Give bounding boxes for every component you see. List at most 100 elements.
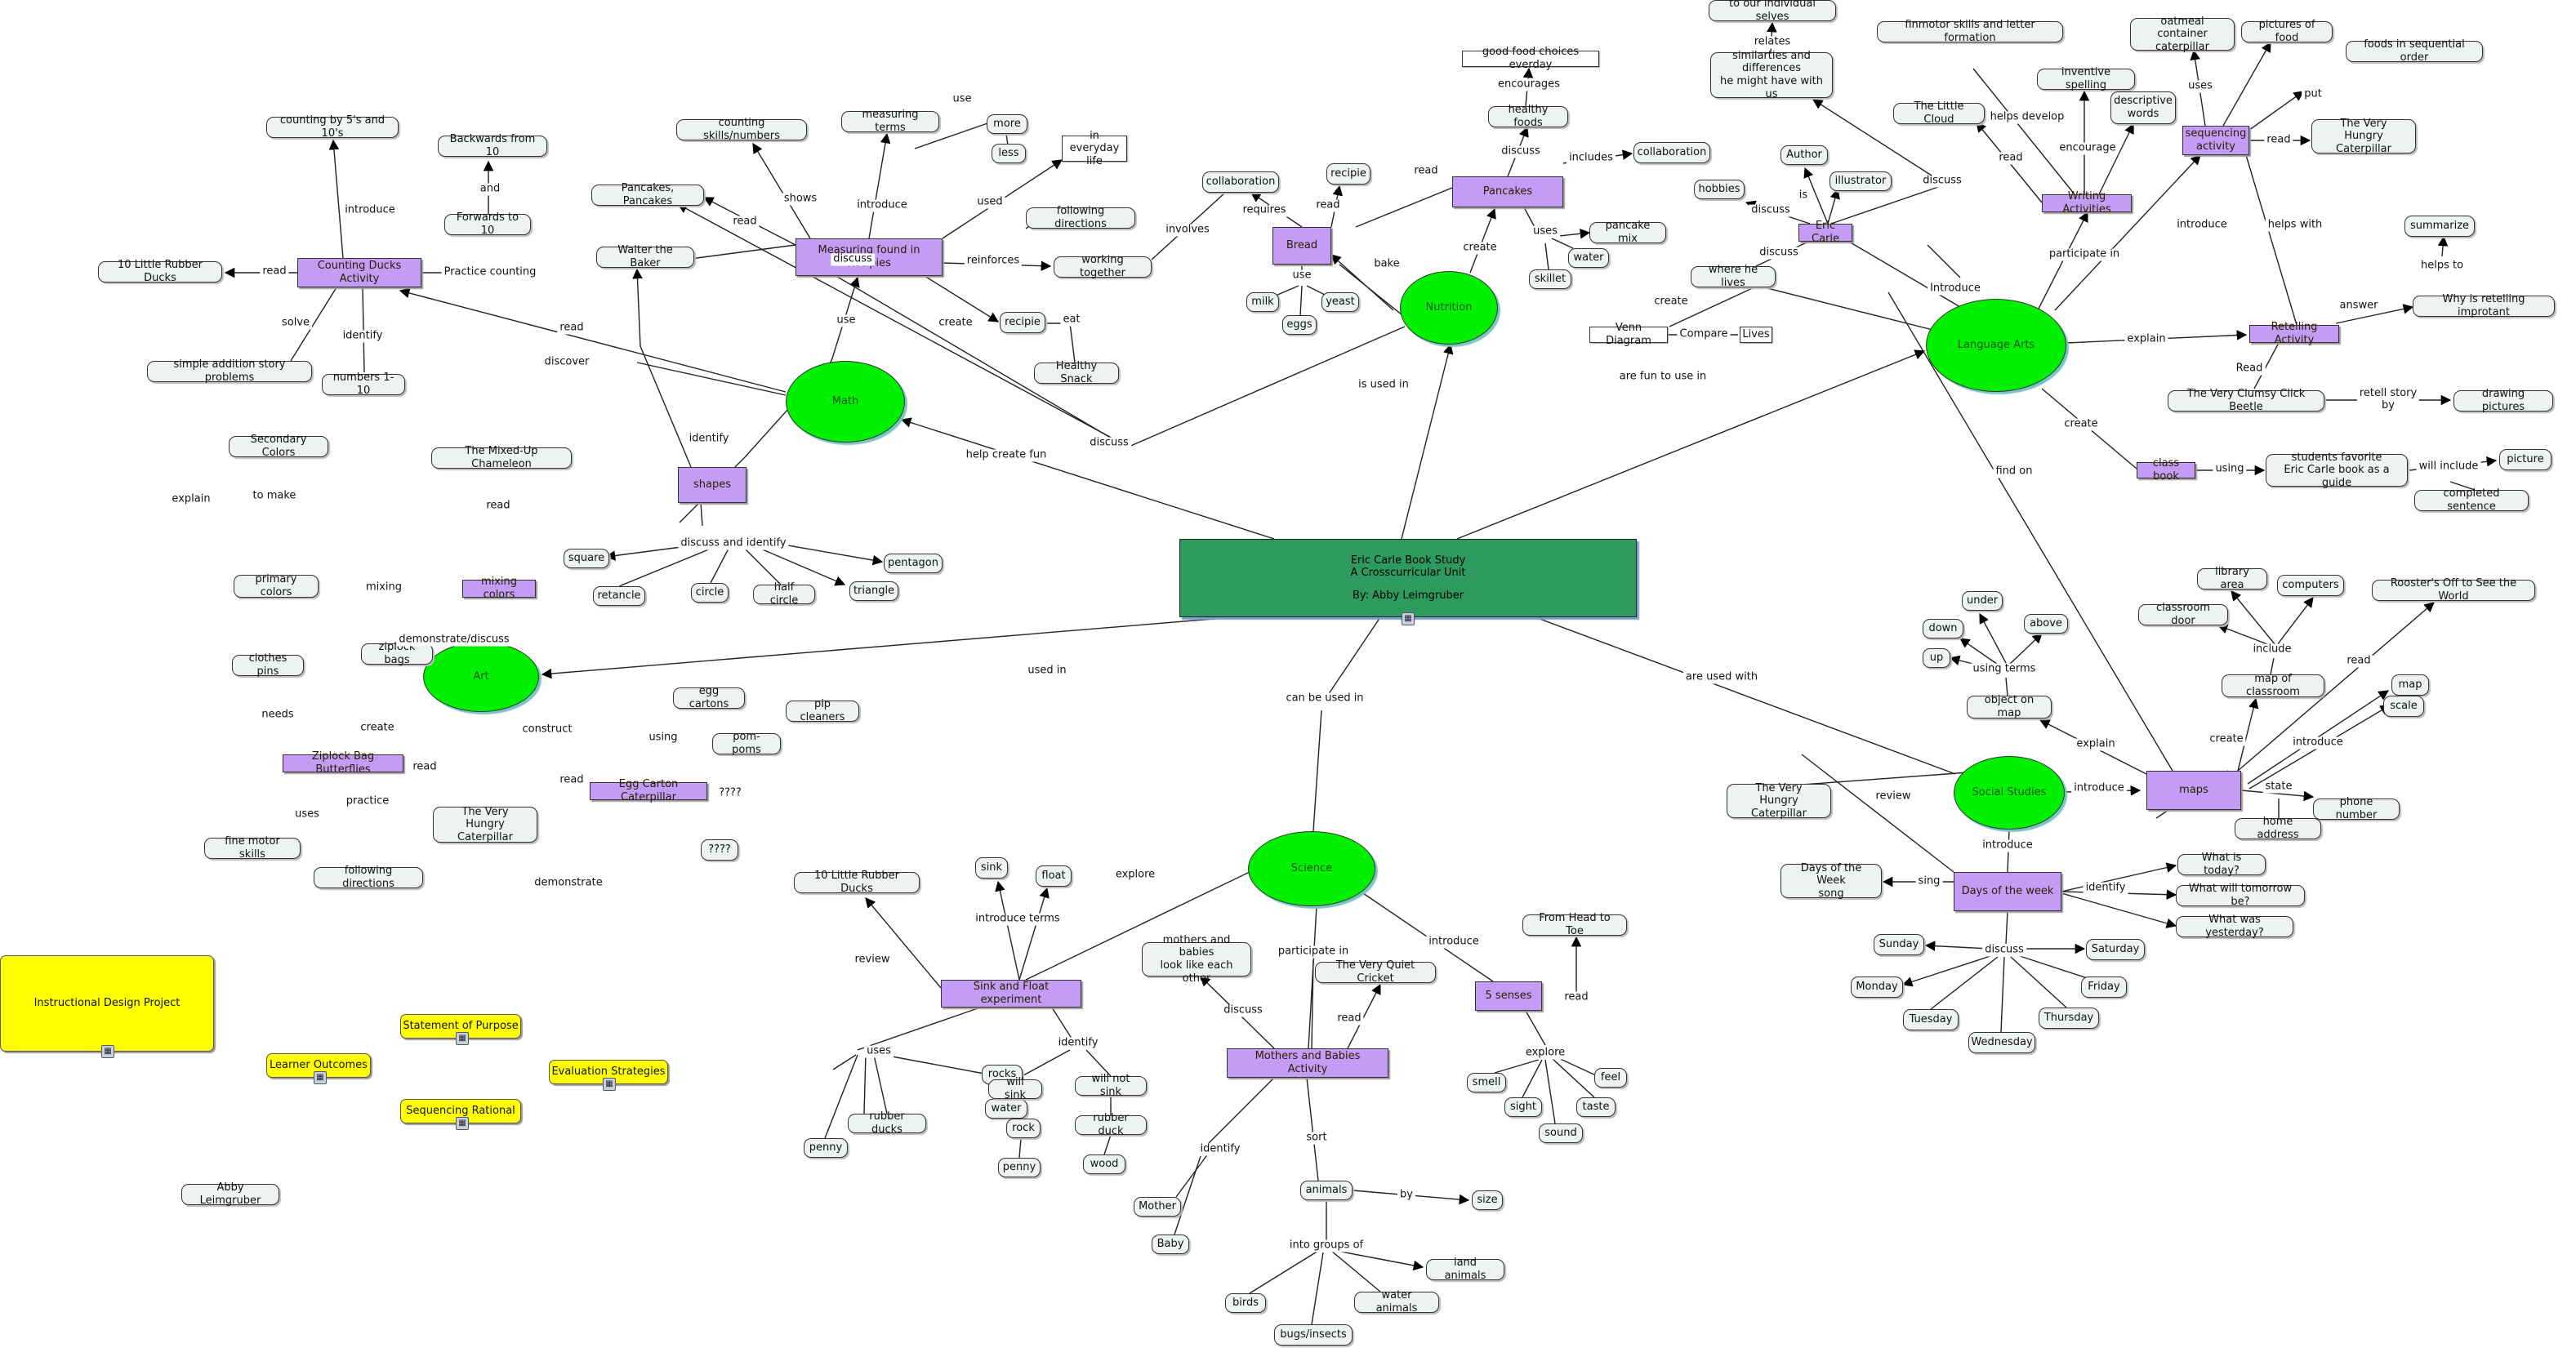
concept-numbers[interactable]: numbers 1-10: [322, 371, 405, 397]
central-topic[interactable]: Eric Carle Book Study A Crosscurricular …: [1179, 539, 1637, 617]
concept-similarities[interactable]: similarties and differences he might hav…: [1710, 50, 1833, 100]
concept-bugs-insects[interactable]: bugs/insects: [1274, 1324, 1353, 1346]
activity-counting-ducks[interactable]: Counting Ducks Activity: [297, 258, 421, 287]
concept-water-sci[interactable]: water: [985, 1099, 1027, 1119]
concept-following-directions-top[interactable]: following directions: [1026, 205, 1135, 230]
activity-retelling[interactable]: Retelling Activity: [2249, 321, 2339, 346]
concept-feel[interactable]: feel: [1594, 1068, 1627, 1088]
concept-scale[interactable]: scale: [2383, 696, 2424, 717]
concept-walter-baker[interactable]: Walter the Baker: [596, 244, 694, 269]
concept-10-little-ducks[interactable]: 10 Little Rubber Ducks: [98, 259, 222, 284]
concept-ziplock-bags[interactable]: ziplock bags: [361, 641, 433, 666]
concept-triangle[interactable]: triangle: [849, 581, 898, 601]
concept-birds[interactable]: birds: [1225, 1293, 1266, 1313]
concept-picture[interactable]: picture: [2499, 449, 2551, 470]
activity-eric-carle[interactable]: Eric Carle: [1798, 220, 1852, 245]
concept-tuesday[interactable]: Tuesday: [1903, 1009, 1959, 1030]
concept-hungry-caterpillar-seq[interactable]: The Very Hungry Caterpillar: [2311, 118, 2416, 155]
box-in-everyday-life[interactable]: in everyday life: [1062, 130, 1127, 167]
concept-skillet[interactable]: skillet: [1529, 269, 1571, 289]
concept-more[interactable]: more: [987, 114, 1027, 134]
concept-friday[interactable]: Friday: [2081, 977, 2127, 998]
activity-pancakes[interactable]: Pancakes: [1452, 176, 1563, 207]
concept-animals[interactable]: animals: [1300, 1181, 1353, 1200]
concept-head-to-toe[interactable]: From Head to Toe: [1522, 912, 1627, 937]
concept-students-favorite[interactable]: students favorite Eric Carle book as a g…: [2266, 452, 2408, 489]
concept-half-circle[interactable]: half circle: [753, 581, 815, 607]
concept-finmotor[interactable]: finmotor skills and letter formation: [1877, 19, 2063, 44]
concept-rubber-duck[interactable]: rubber duck: [1075, 1112, 1147, 1137]
subject-social-studies[interactable]: Social Studies: [1954, 756, 2065, 830]
instructional-design-project[interactable]: Instructional Design Project: [0, 955, 214, 1052]
activity-sequencing[interactable]: sequencing activity: [2182, 126, 2249, 155]
concept-unknown[interactable]: ????: [701, 839, 738, 861]
concept-sight[interactable]: sight: [1504, 1097, 1542, 1117]
concept-object-on-map[interactable]: object on map: [1967, 694, 2052, 719]
concept-what-tomorrow[interactable]: What will tomorrow be?: [2176, 883, 2305, 908]
concept-days-song[interactable]: Days of the Week song: [1780, 862, 1882, 900]
concept-computers[interactable]: computers: [2277, 575, 2344, 596]
concept-story-problems[interactable]: simple addition story problems: [147, 358, 312, 384]
concept-author[interactable]: Author: [1780, 145, 1828, 165]
concept-retancle[interactable]: retancle: [593, 586, 645, 606]
subject-language-arts[interactable]: Language Arts: [1926, 299, 2066, 392]
concept-pip-cleaners[interactable]: pip cleaners: [786, 698, 859, 723]
activity-maps[interactable]: maps: [2146, 771, 2241, 810]
concept-water-pancakes[interactable]: water: [1568, 248, 1609, 268]
concept-wednesday[interactable]: Wednesday: [1968, 1032, 2035, 1053]
concept-recipie-bread[interactable]: recipie: [1326, 163, 1370, 185]
attachment-icon[interactable]: ▦: [456, 1117, 469, 1130]
concept-why-retelling[interactable]: Why is retelling improtant: [2413, 293, 2555, 318]
concept-pancake-mix[interactable]: pancake mix: [1589, 220, 1666, 245]
activity-egg-carton[interactable]: Egg Carton Caterpillar: [590, 778, 707, 803]
concept-home-address[interactable]: home address: [2235, 816, 2321, 841]
concept-to-individual-selves[interactable]: to our individual selves: [1709, 0, 1836, 23]
concept-primary-colors[interactable]: primary colors: [234, 573, 319, 598]
concept-forwards[interactable]: Forwards to 10: [444, 211, 531, 237]
concept-fine-motor[interactable]: fine motor skills: [204, 835, 301, 861]
concept-yeast[interactable]: yeast: [1321, 292, 1359, 312]
activity-shapes[interactable]: shapes: [678, 467, 747, 503]
concept-hobbies[interactable]: hobbies: [1694, 180, 1745, 199]
concept-eggs[interactable]: eggs: [1282, 315, 1317, 335]
concept-what-today[interactable]: What is today?: [2177, 852, 2266, 877]
concept-square[interactable]: square: [564, 549, 609, 568]
concept-healthy-foods[interactable]: healthy foods: [1488, 104, 1568, 129]
activity-class-book[interactable]: class book: [2137, 457, 2195, 483]
subject-nutrition[interactable]: Nutrition: [1400, 271, 1498, 345]
concept-penny-b[interactable]: penny: [998, 1158, 1041, 1177]
concept-monday[interactable]: Monday: [1851, 977, 1903, 998]
concept-sunday[interactable]: Sunday: [1874, 934, 1924, 955]
concept-following-directions-art[interactable]: following directions: [314, 865, 423, 890]
attachment-icon[interactable]: ▦: [603, 1078, 616, 1091]
activity-five-senses[interactable]: 5 senses: [1475, 981, 1542, 1011]
concept-quiet-cricket[interactable]: The Very Quiet Cricket: [1315, 959, 1436, 985]
concept-land-animals[interactable]: land animals: [1426, 1257, 1504, 1282]
attachment-icon[interactable]: ▦: [1402, 612, 1415, 625]
subject-math[interactable]: Math: [786, 361, 905, 443]
concept-map[interactable]: map: [2391, 674, 2429, 696]
concept-working-together[interactable]: working together: [1054, 254, 1152, 279]
concept-foods-sequential[interactable]: foods in sequential order: [2346, 38, 2483, 64]
concept-collaboration-pancakes[interactable]: collaboration: [1633, 142, 1710, 163]
concept-milk[interactable]: milk: [1246, 292, 1279, 312]
concept-descriptive-words[interactable]: descriptive words: [2110, 91, 2176, 124]
activity-bread[interactable]: Bread: [1272, 227, 1331, 265]
subject-art[interactable]: Art: [423, 642, 539, 712]
concept-measuring-terms[interactable]: measuring terms: [841, 109, 939, 134]
concept-float[interactable]: float: [1036, 865, 1072, 887]
concept-pancakes-pancakes[interactable]: Pancakes, Pancakes: [591, 182, 704, 207]
concept-completed-sentence[interactable]: completed sentence: [2414, 487, 2529, 513]
box-venn-diagram[interactable]: Venn Diagram: [1589, 322, 1668, 347]
concept-saturday[interactable]: Saturday: [2086, 939, 2145, 960]
concept-clumsy-beetle[interactable]: The Very Clumsy Click Beetle: [2168, 388, 2324, 413]
concept-what-yesterday[interactable]: What was yesterday?: [2176, 914, 2293, 939]
concept-will-not-sink[interactable]: will not sink: [1075, 1073, 1147, 1098]
concept-collaboration-top[interactable]: collaboration: [1202, 171, 1279, 193]
concept-recipie-math[interactable]: recipie: [1000, 312, 1045, 333]
concept-pentagon[interactable]: pentagon: [884, 554, 943, 573]
concept-hungry-caterpillar-ss[interactable]: The Very Hungry Caterpillar: [1727, 782, 1831, 820]
attachment-icon[interactable]: ▦: [456, 1032, 469, 1045]
concept-illustrator[interactable]: illustrator: [1829, 171, 1892, 191]
concept-hungry-caterpillar-art[interactable]: The Very Hungry Caterpillar: [433, 806, 537, 843]
